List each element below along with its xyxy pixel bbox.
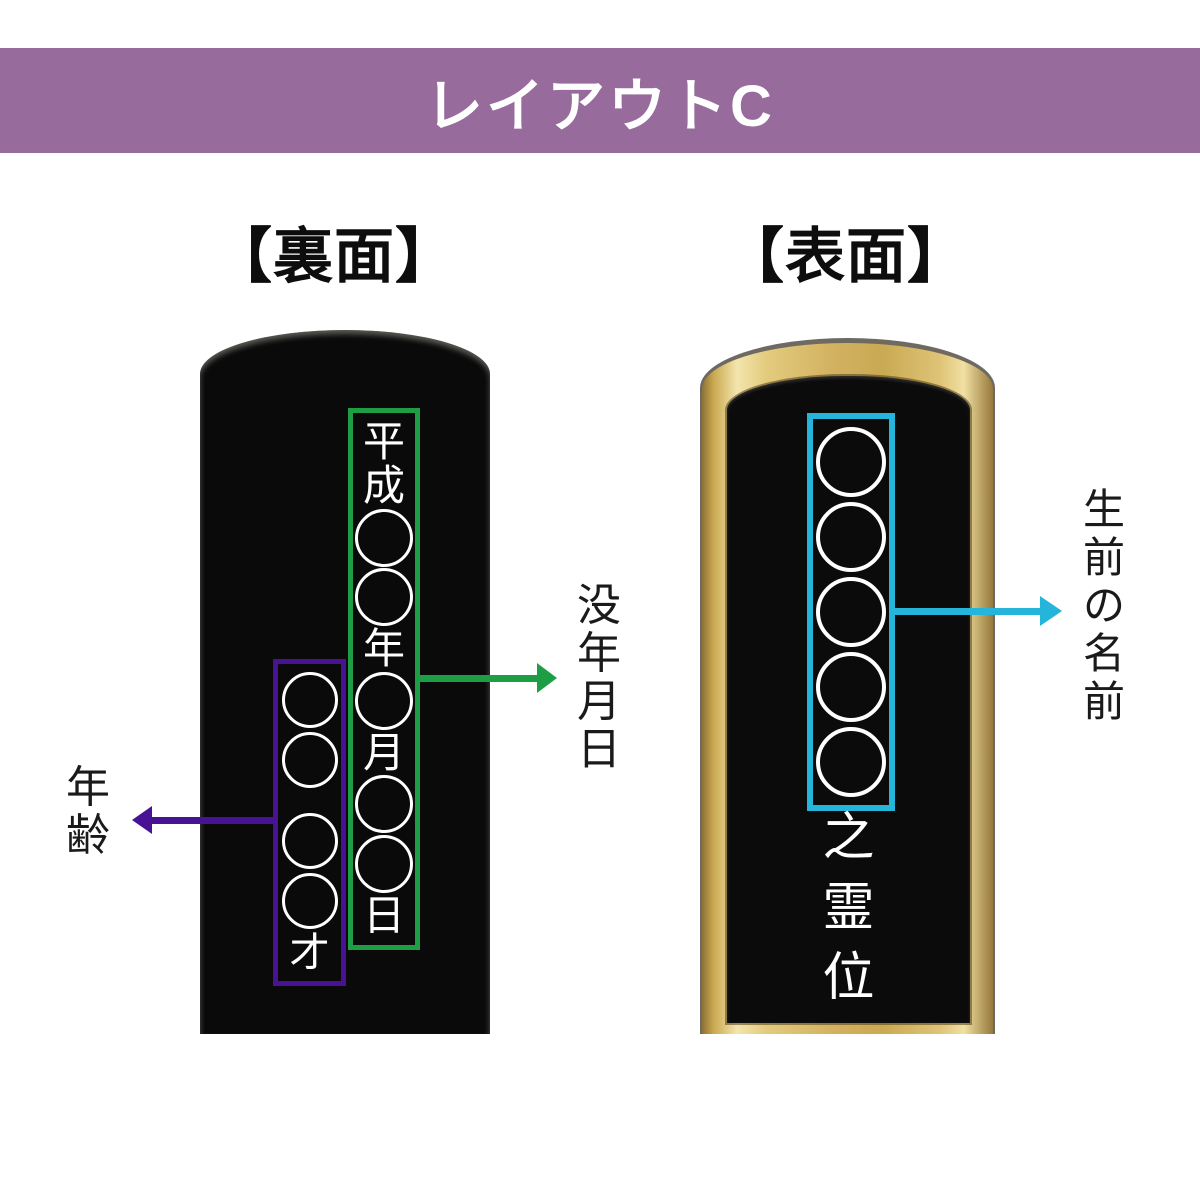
placeholder-circle: [355, 835, 413, 894]
death-date-annotation-label: 没年月日: [573, 582, 625, 774]
vertical-character: 位: [822, 948, 875, 1008]
placeholder-circle: [355, 508, 413, 567]
age-placeholder-column: 才: [278, 664, 341, 981]
vertical-character: 名: [1082, 630, 1125, 677]
death-date-arrow-shaft: [417, 675, 539, 682]
vertical-character: 月: [577, 677, 621, 726]
vertical-character: 生: [1082, 486, 1125, 533]
placeholder-circle: [355, 568, 413, 627]
spirit-suffix-text: 之霊位: [727, 812, 970, 1004]
age-annotation-label: 年齢: [62, 764, 114, 860]
name-outline-box: [807, 413, 895, 811]
placeholder-circle: [281, 873, 338, 930]
vertical-character: 成: [362, 460, 405, 510]
age-arrow-head-icon: [132, 806, 152, 834]
age-arrow-shaft: [152, 817, 276, 824]
vertical-character: の: [1082, 582, 1125, 629]
page-title: レイアウトC: [425, 73, 775, 139]
placeholder-circle: [281, 672, 338, 728]
vertical-character: 前: [1082, 678, 1125, 725]
vertical-character: 年: [577, 629, 621, 678]
vertical-character: 齢: [66, 811, 110, 860]
header-banner: レイアウトC: [0, 48, 1200, 153]
vertical-character: 之: [822, 808, 875, 868]
front-black-panel: 之霊位: [727, 376, 970, 1023]
front-side-label: 【表面】: [724, 223, 968, 290]
placeholder-circle: [355, 775, 413, 834]
name-arrow-head-icon: [1040, 596, 1062, 626]
vertical-character: 才: [289, 929, 330, 976]
placeholder-circle: [816, 502, 886, 572]
placeholder-circle: [281, 813, 338, 870]
death-date-placeholder-column: 平成年月日: [353, 413, 415, 945]
vertical-character: 年: [362, 624, 405, 674]
memorial-tablet-front: 之霊位: [700, 338, 995, 1034]
name-arrow-shaft: [892, 608, 1042, 615]
placeholder-circle: [355, 671, 413, 730]
placeholder-circle: [816, 652, 886, 722]
vertical-character: 没: [577, 581, 621, 630]
placeholder-circle: [816, 427, 886, 497]
placeholder-circle: [816, 727, 886, 797]
death-date-arrow-head-icon: [537, 663, 557, 693]
placeholder-circle: [816, 577, 886, 647]
back-side-label: 【裏面】: [212, 223, 456, 290]
placeholder-circle: [281, 731, 338, 788]
vertical-character: 霊: [822, 878, 875, 938]
vertical-character: 平: [362, 417, 405, 466]
vertical-character: 前: [1082, 534, 1125, 581]
vertical-character: 日: [362, 890, 405, 940]
name-annotation-label: 生前の名前: [1078, 486, 1130, 726]
death-date-outline-box: 平成年月日: [348, 408, 420, 950]
name-placeholder-column: [813, 419, 889, 805]
memorial-tablet-back: 平成年月日 才: [200, 330, 490, 1034]
vertical-character: 年: [66, 763, 110, 812]
gold-frame: 之霊位: [702, 343, 993, 1034]
age-outline-box: 才: [273, 659, 346, 986]
vertical-character: 月: [362, 727, 405, 777]
vertical-character: 日: [577, 725, 621, 774]
